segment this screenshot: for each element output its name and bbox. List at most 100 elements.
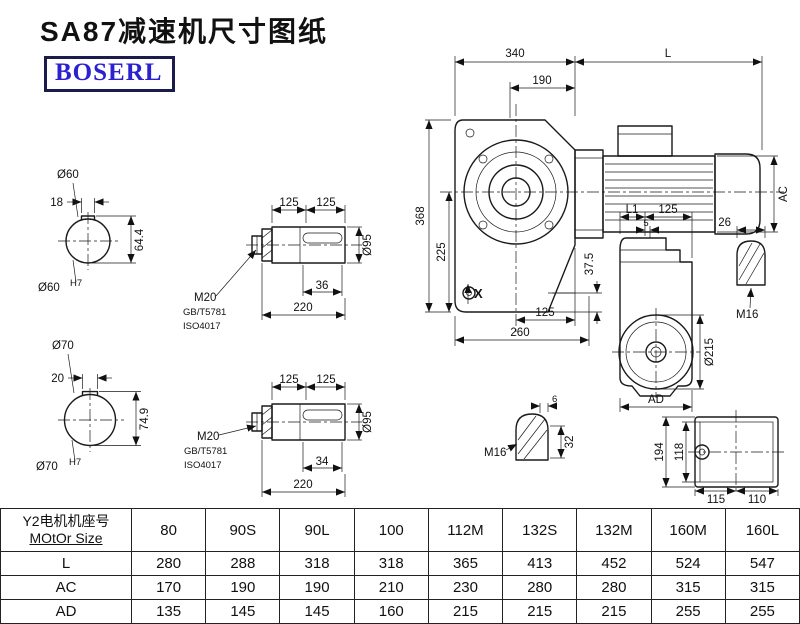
cell: 215 xyxy=(576,599,652,624)
cell: 280 xyxy=(130,551,207,576)
cell: 452 xyxy=(576,551,652,576)
dim-125b-label: 125 xyxy=(316,197,335,209)
cell: 190 xyxy=(279,575,355,600)
cell: 315 xyxy=(724,575,800,600)
cell: 215 xyxy=(502,599,578,624)
cell: 318 xyxy=(353,551,429,576)
std-gb-label: GB/T5781 xyxy=(184,446,227,457)
dim-368-label: 368 xyxy=(415,206,427,225)
col-160l: 160L xyxy=(724,508,800,552)
row-label: L xyxy=(0,551,132,576)
cell: 135 xyxy=(130,599,207,624)
gearbox-side-view: L1 125 5 Ø215 AD 26 M16 xyxy=(612,204,766,412)
cell: 210 xyxy=(353,575,429,600)
dia-215-label: Ø215 xyxy=(704,338,716,366)
std-gb-label: GB/T5781 xyxy=(183,307,226,318)
dim-194-label: 194 xyxy=(654,442,666,462)
dim-5-label: 5 xyxy=(643,218,648,229)
dim-64-4-label: 64.4 xyxy=(134,228,146,251)
table-header-cell: Y2电机机座号 MOtOr Size xyxy=(0,508,132,552)
thread-m16-label: M16 xyxy=(484,447,506,459)
cell: 280 xyxy=(576,575,652,600)
dim-L1-label: L1 xyxy=(626,204,639,216)
col-132m: 132M xyxy=(576,508,652,552)
cell: 145 xyxy=(205,599,281,624)
table-header-row: Y2电机机座号 MOtOr Size 80 90S 90L 100 112M 1… xyxy=(0,508,800,552)
dim-125a-label: 125 xyxy=(279,197,298,209)
thread-m20-label: M20 xyxy=(194,292,216,304)
cell: 280 xyxy=(502,575,578,600)
cell: 160 xyxy=(353,599,429,624)
std-iso-label: ISO4017 xyxy=(183,321,221,332)
dim-18-label: 18 xyxy=(50,197,63,209)
shaft-section-o70: 20 Ø70 74.9 Ø70 H7 xyxy=(36,340,151,473)
dim-6-label: 6 xyxy=(552,394,557,405)
technical-drawing: 340 L 190 368 225 37.5 125 260 AC X xyxy=(36,48,790,506)
bore-70-label: Ø70 xyxy=(36,461,58,473)
label-X: X xyxy=(474,286,483,301)
dia-70-label: Ø70 xyxy=(52,340,74,352)
bottom-right-view: 194 118 115 110 xyxy=(654,410,786,506)
col-100: 100 xyxy=(353,508,429,552)
std-iso-label: ISO4017 xyxy=(184,460,222,471)
cell: 288 xyxy=(205,551,281,576)
dim-115-label: 115 xyxy=(707,494,725,506)
main-assembly-view: 340 L 190 368 225 37.5 125 260 AC X xyxy=(415,48,790,346)
table-header-cn: Y2电机机座号 xyxy=(22,512,110,529)
col-80: 80 xyxy=(130,508,207,552)
dim-220-label: 220 xyxy=(293,479,312,491)
dim-190-label: 190 xyxy=(532,75,551,87)
motor-size-table: Y2电机机座号 MOtOr Size 80 90S 90L 100 112M 1… xyxy=(0,508,800,624)
dia-95-label: Ø95 xyxy=(362,234,374,256)
cell: 255 xyxy=(724,599,800,624)
page-title: SA87减速机尺寸图纸 xyxy=(40,16,329,47)
bore-60-label: Ø60 xyxy=(38,282,60,294)
cell: 145 xyxy=(279,599,355,624)
dim-225-label: 225 xyxy=(436,242,448,261)
cell: 170 xyxy=(130,575,207,600)
col-160m: 160M xyxy=(650,508,726,552)
dim-37-5-label: 37.5 xyxy=(584,253,596,275)
table-header-en: MOtOr Size xyxy=(29,530,103,546)
thread-m16-label: M16 xyxy=(736,309,758,321)
shaft-view-top: 125 125 M20 GB/T5781 ISO4017 36 220 Ø95 xyxy=(183,197,374,332)
dia-95-label: Ø95 xyxy=(362,411,374,433)
col-90l: 90L xyxy=(279,508,355,552)
brand-logo: BOSERL xyxy=(44,56,176,92)
cell: 230 xyxy=(427,575,504,600)
dia-60-label: Ø60 xyxy=(57,169,79,181)
cell: 318 xyxy=(279,551,355,576)
dim-340-label: 340 xyxy=(505,48,524,60)
dim-260-label: 260 xyxy=(510,327,529,339)
bore-60-tol: H7 xyxy=(70,278,82,289)
shaft-end-cover-view: 6 32 M16 xyxy=(484,394,576,461)
thread-m20-label: M20 xyxy=(197,431,219,443)
dim-74-9-label: 74.9 xyxy=(139,408,151,430)
dim-125a-label: 125 xyxy=(279,374,298,386)
dim-AD-label: AD xyxy=(648,394,664,406)
dim-AC-label: AC xyxy=(778,186,790,202)
dim-125-label: 125 xyxy=(535,307,554,319)
cell: 315 xyxy=(650,575,726,600)
cell: 215 xyxy=(427,599,504,624)
shaft-view-bottom: 125 125 M20 GB/T5781 ISO4017 34 220 Ø95 xyxy=(184,374,374,497)
shaft-section-o60: 18 Ø60 64.4 Ø60 H7 xyxy=(38,169,146,294)
col-112m: 112M xyxy=(427,508,504,552)
table-row-AC: AC 170 190 190 210 230 280 280 315 315 xyxy=(0,575,800,600)
row-label: AD xyxy=(0,599,132,624)
dim-34-label: 34 xyxy=(316,456,329,468)
cell: 547 xyxy=(724,551,800,576)
dim-220-label: 220 xyxy=(293,302,312,314)
row-label: AC xyxy=(0,575,132,600)
dim-125-label: 125 xyxy=(658,204,677,216)
dim-36-label: 36 xyxy=(316,280,329,292)
dim-32-label: 32 xyxy=(564,436,576,449)
dim-26-label: 26 xyxy=(718,217,731,229)
dim-118-label: 118 xyxy=(674,443,686,461)
dim-L-label: L xyxy=(665,48,672,60)
cell: 190 xyxy=(205,575,281,600)
table-row-L: L 280 288 318 318 365 413 452 524 547 xyxy=(0,551,800,576)
cell: 365 xyxy=(427,551,504,576)
dim-20-label: 20 xyxy=(51,373,64,385)
cell: 255 xyxy=(650,599,726,624)
